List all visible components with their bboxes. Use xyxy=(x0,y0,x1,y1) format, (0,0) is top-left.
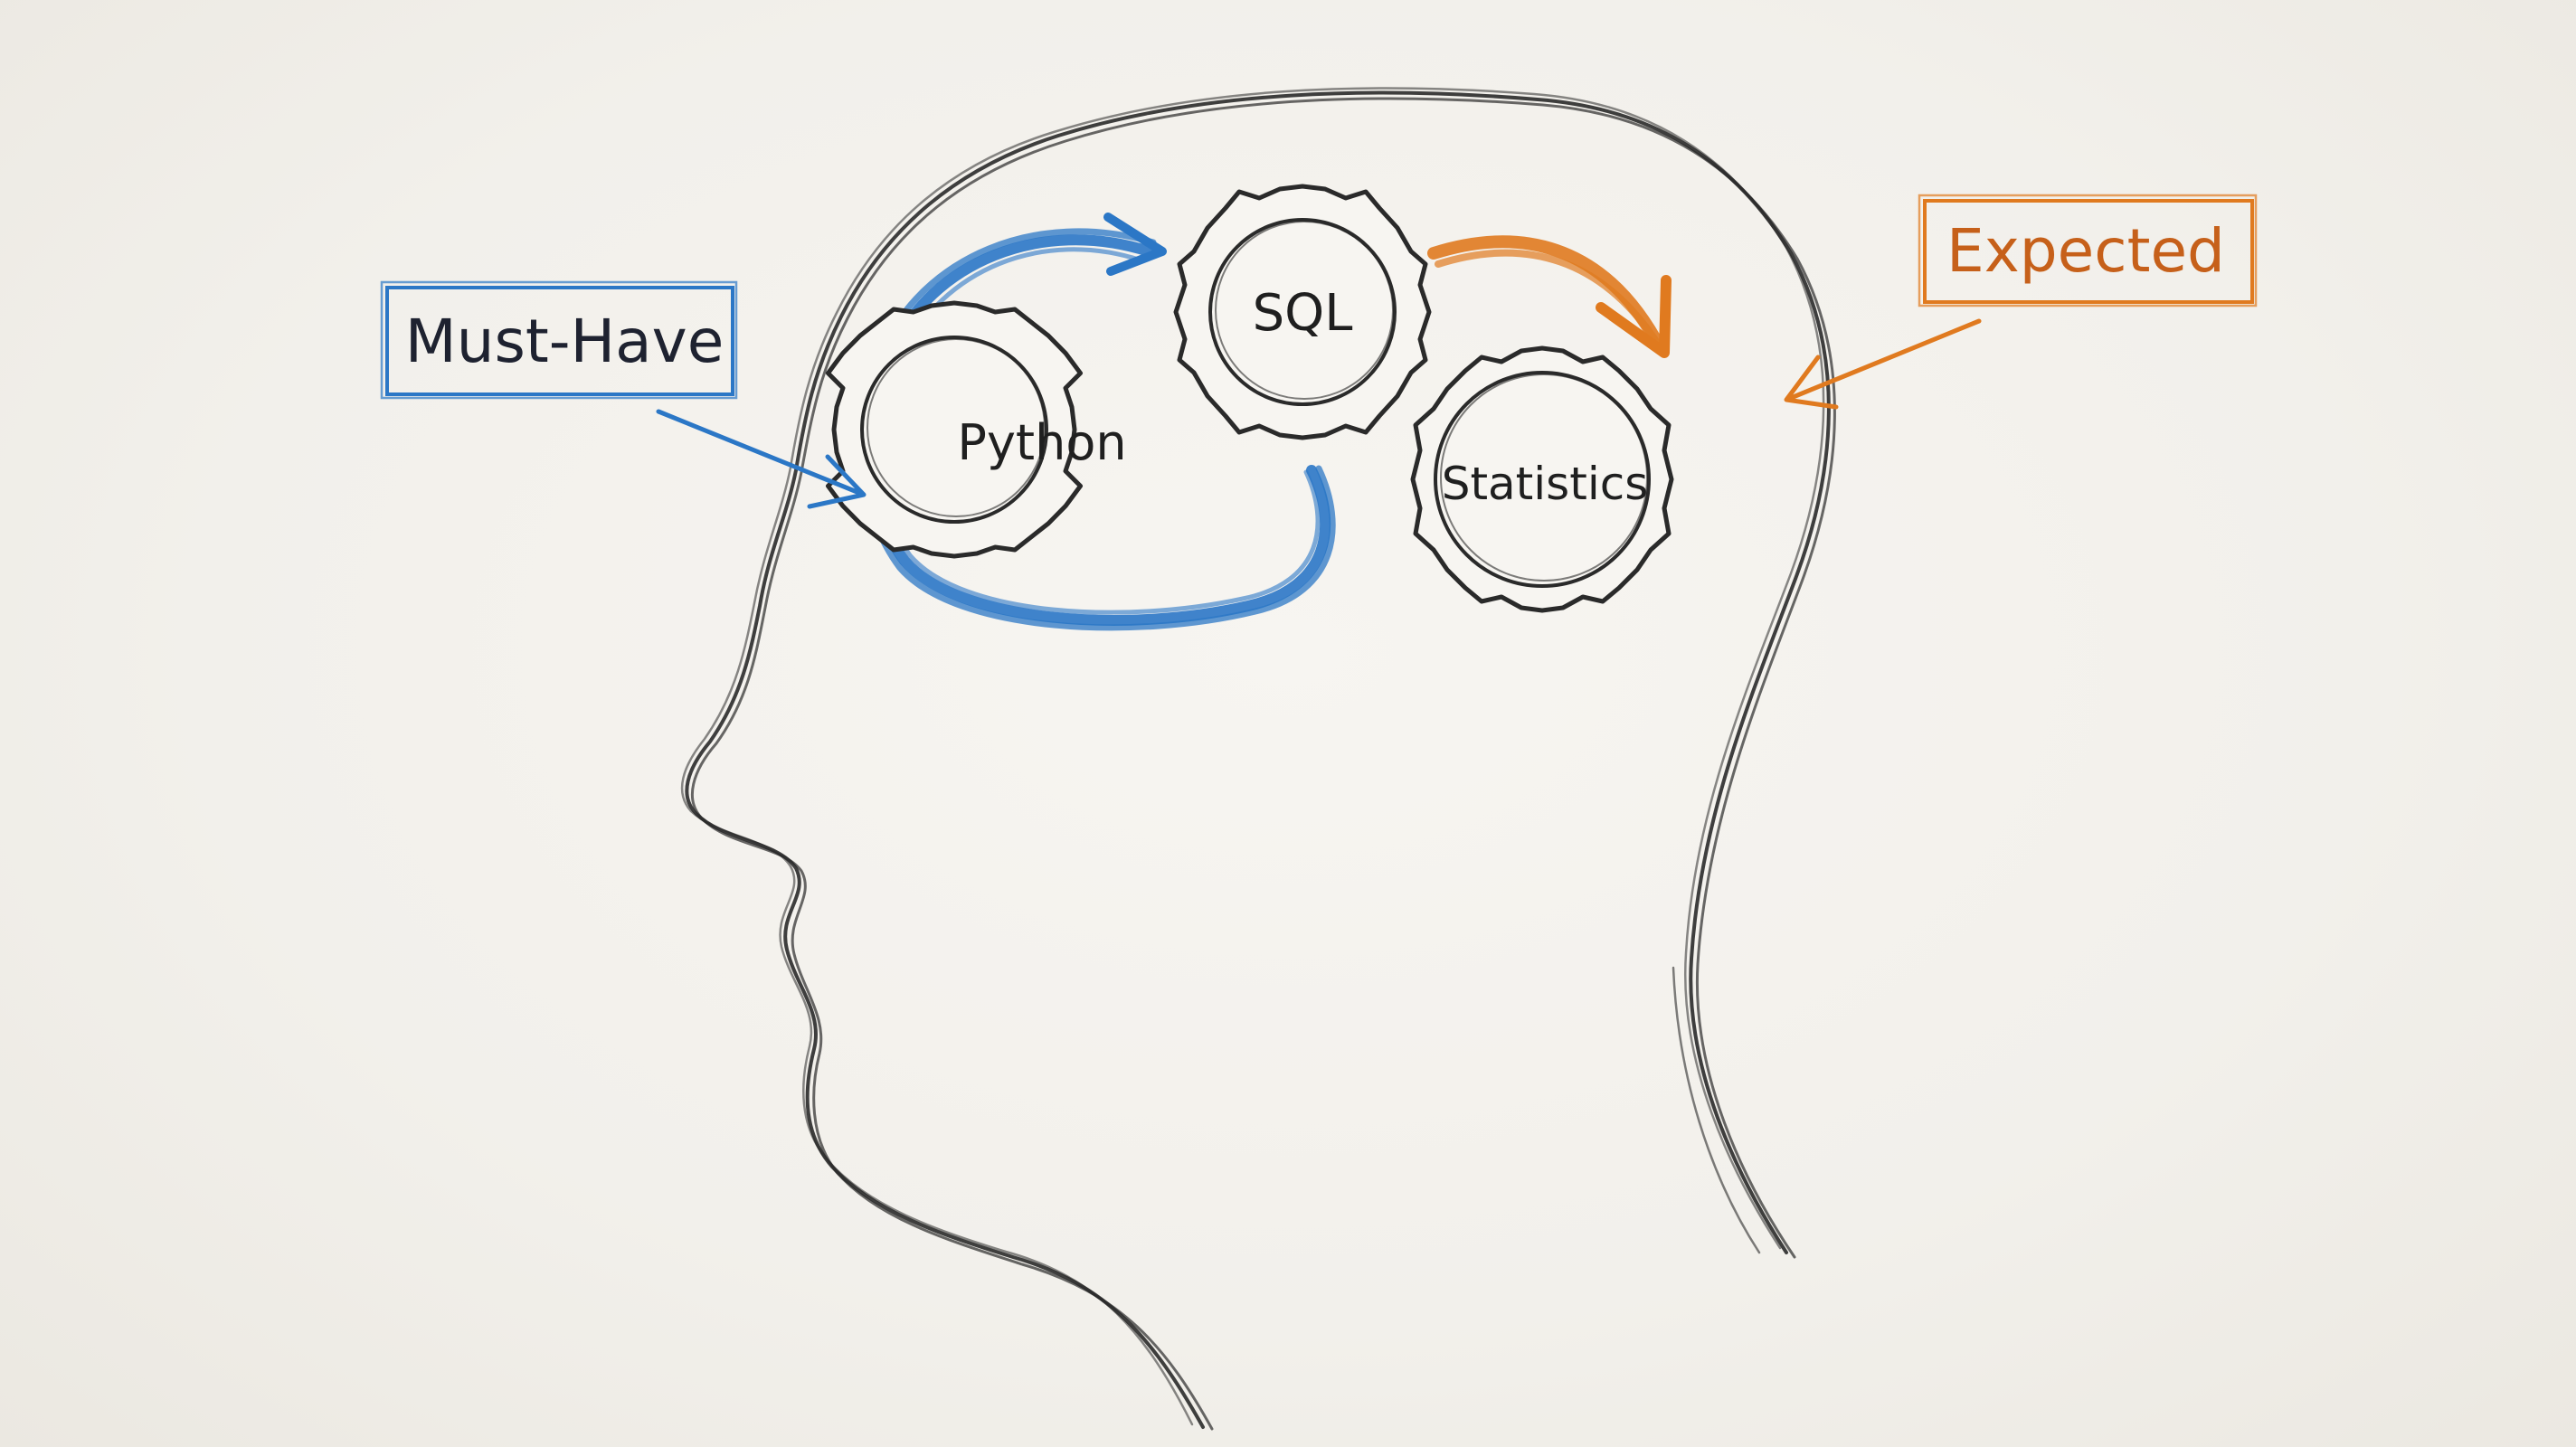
python-gear-label: Python xyxy=(957,414,1126,471)
sql-gear: SQL xyxy=(1173,184,1432,440)
head-outline-stroke-1 xyxy=(685,90,1831,1429)
must-have-label: Must-Have xyxy=(380,280,867,509)
statistics-gear-hub xyxy=(1434,371,1651,588)
expected-flow-arrow xyxy=(1427,235,1672,358)
cycle-arrow-head xyxy=(1103,213,1167,276)
head-outline-stroke-2 xyxy=(690,97,1836,1431)
flow-arrow-head xyxy=(1596,275,1672,358)
must-have-box-sketch xyxy=(380,280,738,400)
must-have-cycle-arrow xyxy=(858,213,1336,631)
must-have-box xyxy=(385,286,734,396)
expected-box xyxy=(1923,199,2254,304)
expected-box-sketch xyxy=(1918,194,2258,307)
python-gear-hub-sketch xyxy=(867,338,1046,517)
head-outline xyxy=(680,87,1836,1431)
must-have-text: Must-Have xyxy=(405,307,724,376)
statistics-gear-hub-sketch xyxy=(1440,374,1648,582)
statistics-gear: Statistics xyxy=(1410,345,1674,613)
must-have-pointer-arrow-head xyxy=(807,454,867,509)
sql-gear-label: SQL xyxy=(1253,284,1353,343)
expected-text: Expected xyxy=(1946,216,2225,286)
python-gear-hub xyxy=(860,336,1048,524)
statistics-gear-shape xyxy=(1410,345,1674,613)
neck-back-stroke xyxy=(1672,966,1761,1254)
cycle-arrow-stroke-3 xyxy=(876,247,1321,615)
python-gear: Python xyxy=(826,300,1127,559)
expected-pointer-arrow xyxy=(1788,318,1982,401)
sql-gear-hub-sketch xyxy=(1215,221,1394,400)
flow-arrow-stroke-2 xyxy=(1435,249,1664,352)
statistics-gear-label: Statistics xyxy=(1442,458,1649,510)
sql-gear-hub xyxy=(1208,218,1397,406)
must-have-pointer-arrow xyxy=(656,409,862,496)
cycle-arrow-stroke-1 xyxy=(865,234,1331,626)
cycle-arrow-stroke-2 xyxy=(858,228,1336,631)
expected-pointer-arrow-head xyxy=(1784,355,1839,410)
head-outline-stroke-3 xyxy=(680,87,1825,1426)
expected-label: Expected xyxy=(1784,194,2258,410)
